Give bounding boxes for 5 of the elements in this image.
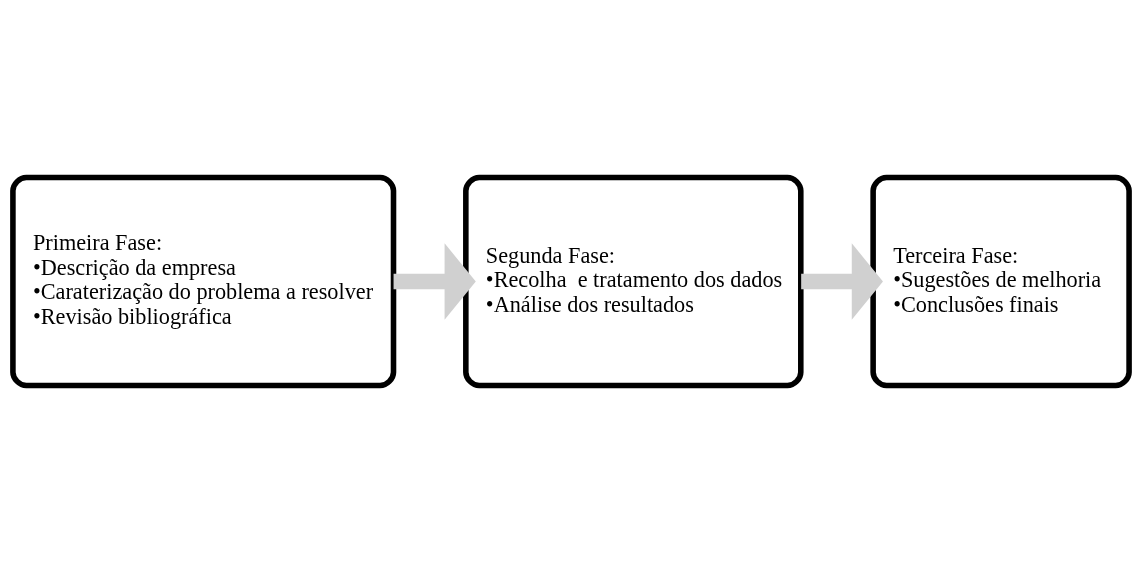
node-box: Terceira Fase: •Sugestões de melhoria •Conclusões finais xyxy=(870,174,1132,389)
arrow xyxy=(801,243,883,320)
node-box: Primeira Fase: •Descrição da empresa •Caraterização do problema a resolver •Revisão bibliográfica xyxy=(10,174,397,389)
arrow xyxy=(393,243,476,320)
node-box: Segunda Fase: •Recolha e tratamento dos dados •Análise dos resultados xyxy=(463,174,804,389)
